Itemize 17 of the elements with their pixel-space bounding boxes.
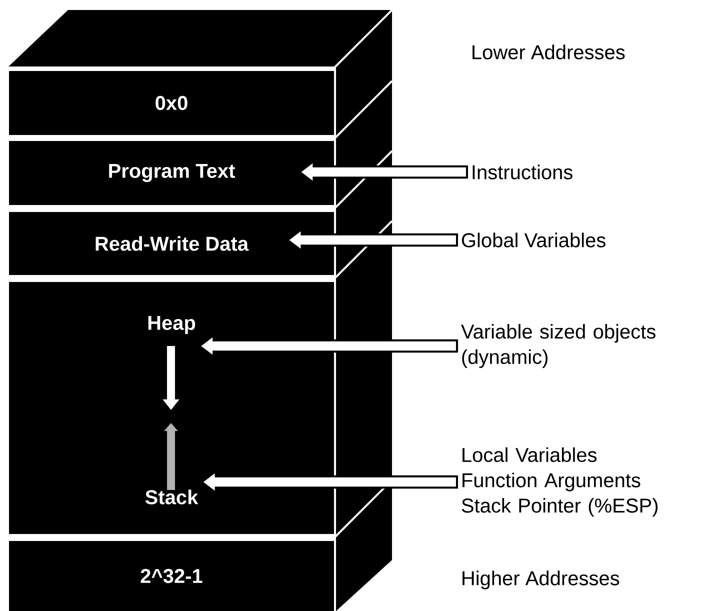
memory-band: 0x0 [7,69,336,137]
arrow [201,470,458,494]
region-label: Heap [148,316,196,334]
description-text: Global Variables [462,232,606,248]
memory-band: 2^32-1 [7,539,336,611]
region-label: Stack [145,490,198,504]
address-label: Higher Addresses [462,570,620,590]
arrow [287,228,458,252]
description-text: Instructions [472,164,572,180]
arrow [198,334,458,358]
memory-band [7,280,336,536]
memory-band: Program Text [7,139,336,207]
memory-band: Read-Write Data [7,210,336,277]
arrow [299,160,468,184]
description-text: Local Variables Function Arguments Stack Pointer (%ESP) [462,447,658,517]
address-label: Lower Addresses [472,44,625,60]
description-text: Variable sized objects (dynamic) [461,324,656,368]
